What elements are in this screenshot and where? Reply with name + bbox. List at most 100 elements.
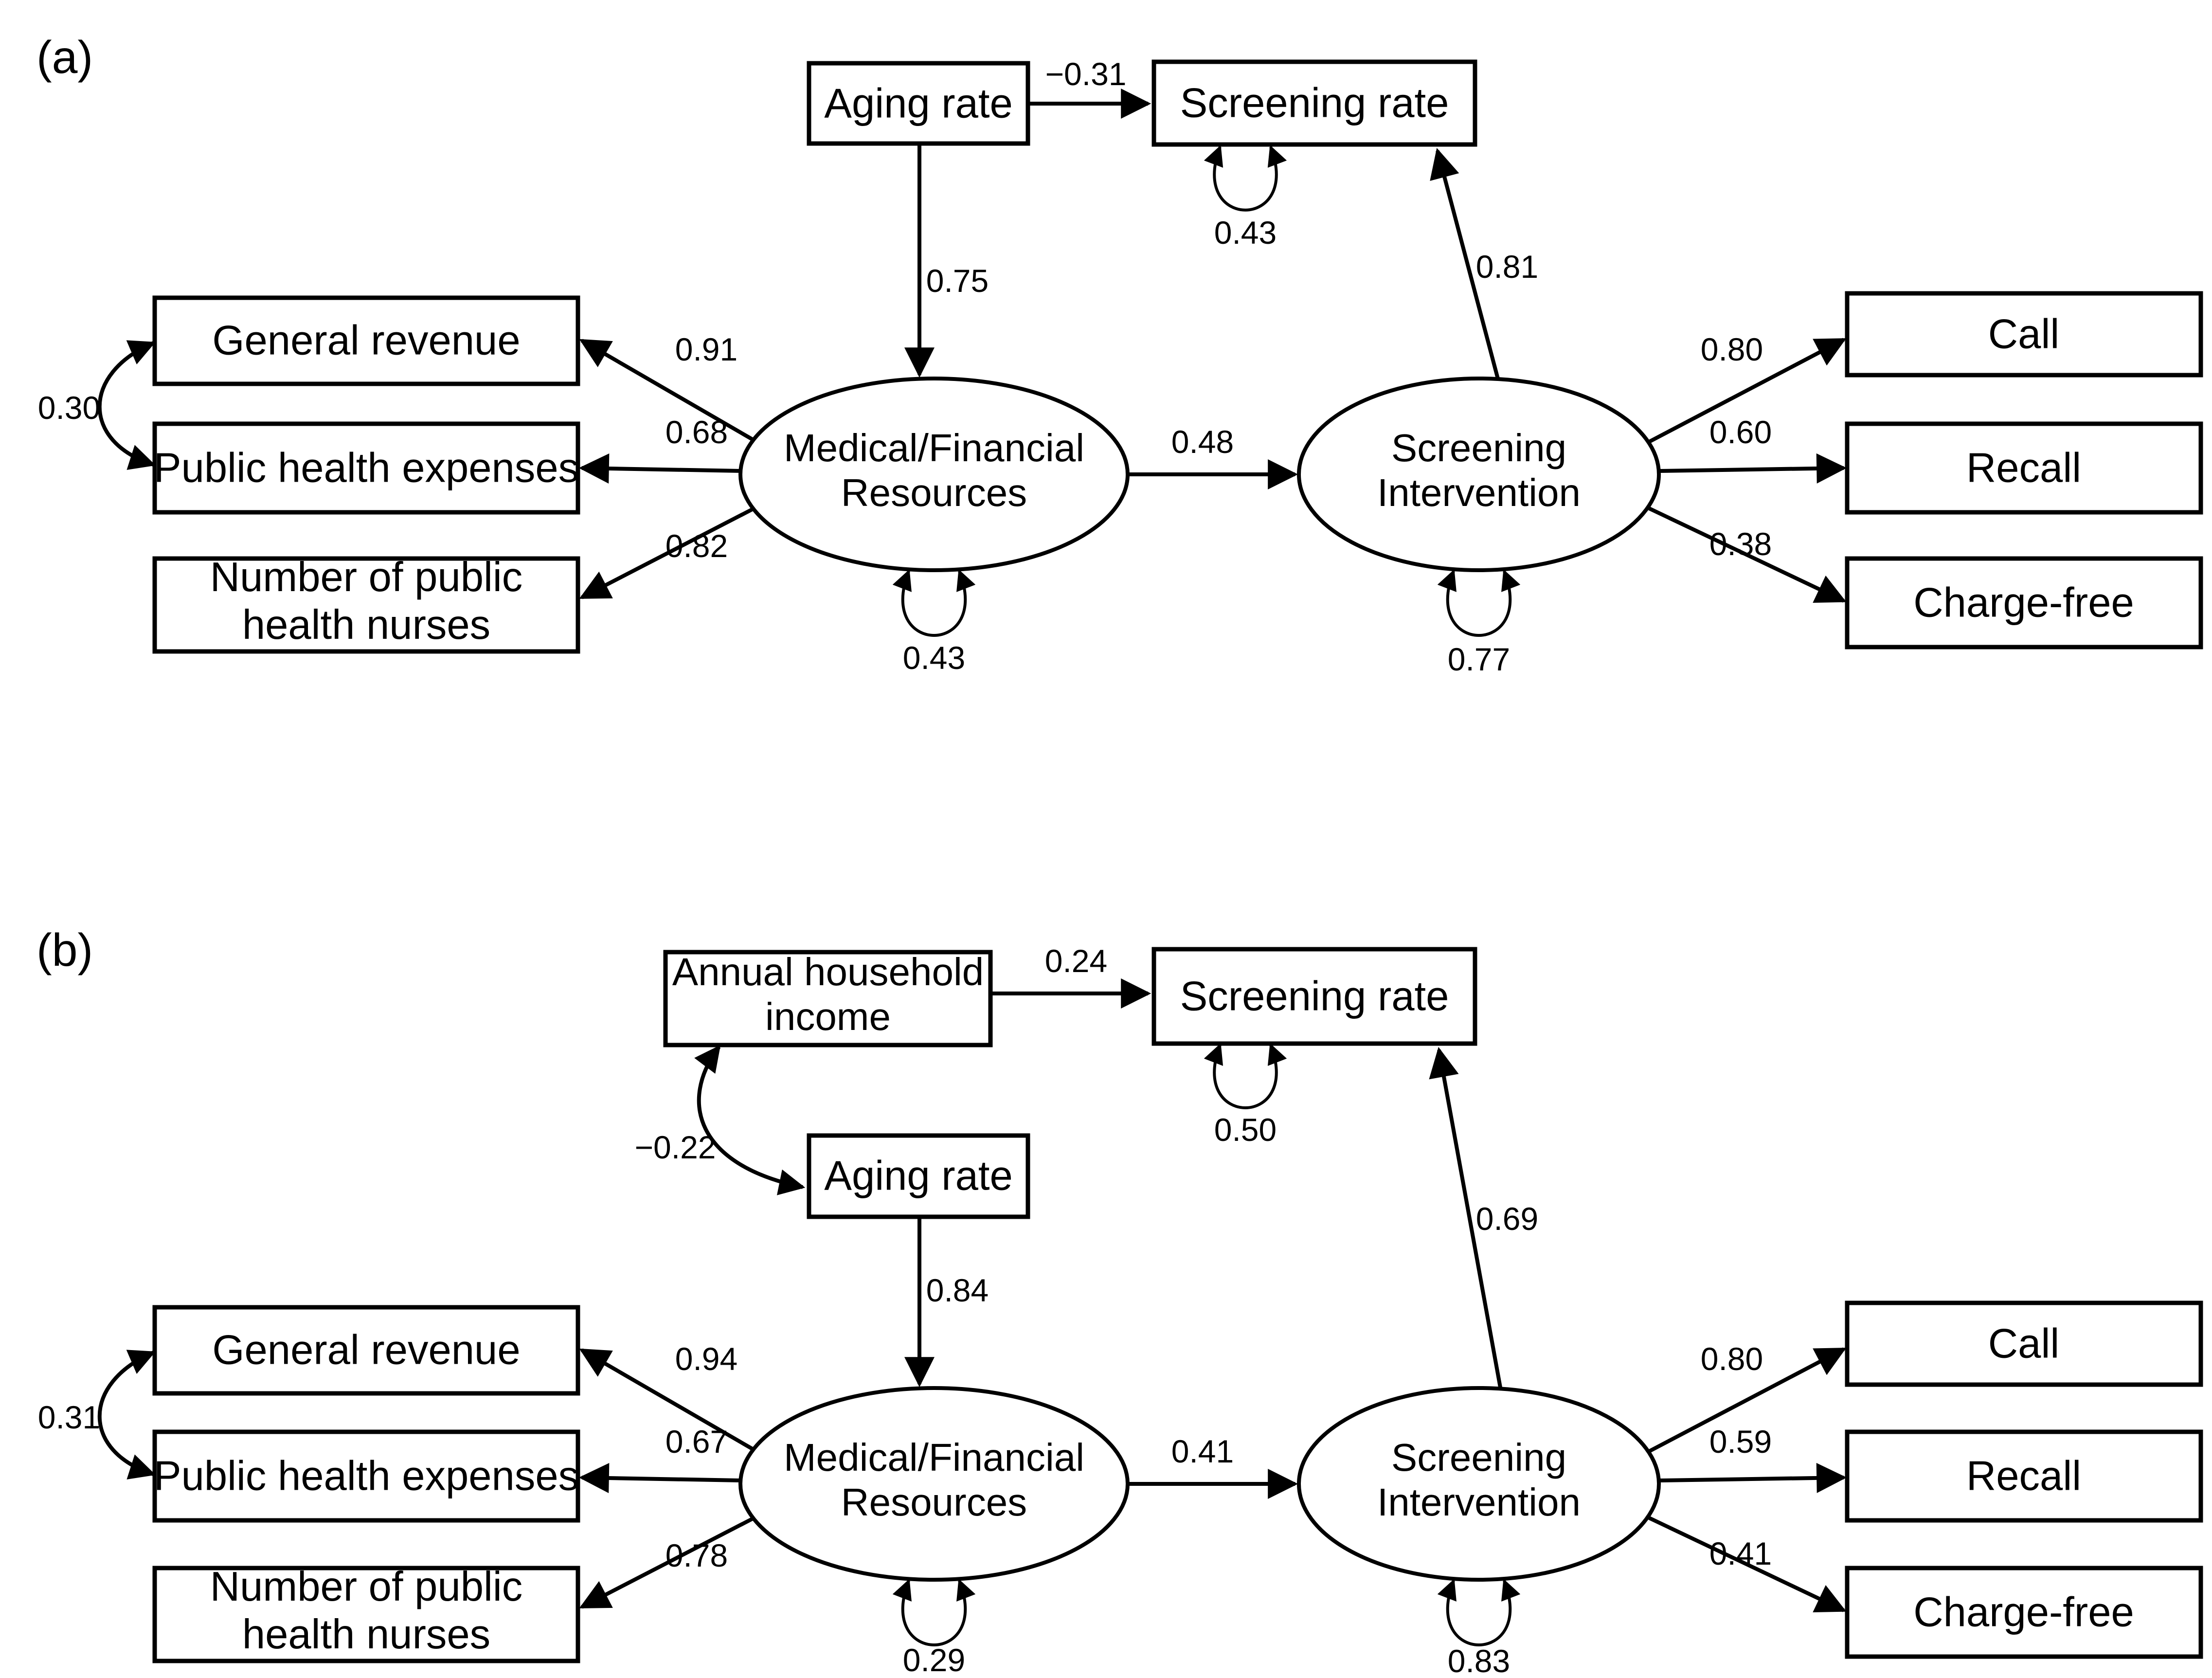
panel-a-path-si-to-call-arrow [1648, 338, 1847, 444]
general-revenue-b-label: General revenue [212, 1327, 520, 1373]
panel-a-coef-mfr-to-si: 0.48 [1171, 424, 1234, 460]
call-rect [1845, 291, 2203, 378]
panel-a-cov-revenue-expenses: 0.30 [38, 390, 100, 426]
panel-a-error-loop-mfr [892, 569, 976, 637]
panel-a-error-mfr: 0.43 [903, 640, 965, 676]
panel-a-coef-aging-to-screening: −0.31 [1045, 56, 1127, 92]
panel-b-path-si-to-chargefree-arrow [1648, 1516, 1847, 1613]
call-label: Call [1988, 311, 2059, 358]
panel-b-coef-si-to-chargefree: 0.41 [1709, 1535, 1772, 1571]
chargefree-label: Charge-free [1913, 580, 2134, 626]
panel-b-coef-income-to-screening: 0.24 [1045, 943, 1107, 979]
panel-a-cov-revenue-expenses-arrow [97, 340, 156, 470]
panel-b-error-loop-screening-rate [1204, 1043, 1287, 1109]
panel-b-path-si-to-call-arrow [1648, 1347, 1847, 1453]
public-health-expenses-b-label: Public health expenses [154, 1453, 579, 1499]
panel-b-general-revenue-box: General revenue [152, 1305, 580, 1396]
panel-b-path-mfr-to-nurses-arrow [579, 1516, 755, 1609]
panel-a-coef-si-to-chargefree: 0.38 [1709, 526, 1772, 562]
aging-rate-b-rect [807, 1133, 1030, 1219]
panel-a-chargefree-box: Charge-free [1845, 556, 2203, 650]
aging-rate-label: Aging rate [824, 81, 1012, 127]
panel-b-screening-rate-box: Screening rate [1151, 947, 1477, 1046]
panel-b-error-mfr: 0.29 [903, 1642, 965, 1678]
panel-a-coef-si-to-recall: 0.60 [1709, 414, 1772, 450]
panel-a-coef-si-to-call: 0.80 [1701, 331, 1763, 367]
panel-a-general-revenue-box: General revenue [152, 295, 580, 386]
public-health-expenses-rect [152, 421, 580, 515]
chargefree-rect [1845, 556, 2203, 650]
panel-b-coef-mfr-to-nurses: 0.78 [665, 1537, 728, 1573]
screening-rate-label: Screening rate [1180, 80, 1449, 126]
panel-b-coef-mfr-to-si: 0.41 [1171, 1433, 1234, 1469]
panel-a-path-si-to-recall-arrow [1659, 453, 1847, 484]
panel-b-coef-si-to-recall: 0.59 [1709, 1424, 1772, 1460]
chargefree-b-label: Charge-free [1913, 1589, 2134, 1636]
panel-b-path-mfr-to-expenses-arrow [578, 1463, 742, 1494]
screening-rate-b-rect [1151, 947, 1477, 1046]
public-health-expenses-label: Public health expenses [154, 445, 579, 491]
general-revenue-rect [152, 295, 580, 386]
panel-a-coef-mfr-to-expenses: 0.68 [665, 414, 728, 450]
panel-b-cov-revenue-expenses-arrow [97, 1350, 156, 1480]
panel-a-path-si-to-chargefree-arrow [1648, 506, 1847, 603]
panel-b-coef-aging-to-mfr: 0.84 [926, 1272, 989, 1308]
panel-a-coef-si-to-screening: 0.81 [1476, 249, 1538, 285]
panel-b-error-loop-mfr [892, 1579, 976, 1646]
public-health-nurses-rect [152, 556, 580, 654]
panel-a-error-si: 0.77 [1448, 641, 1510, 677]
panel-b-error-screening-rate: 0.50 [1214, 1112, 1277, 1148]
panel-b-path-mfr-to-revenue-arrow [579, 1348, 755, 1452]
public-health-nurses-b-rect [152, 1566, 580, 1663]
panel-b-coef-si-to-call: 0.80 [1701, 1341, 1763, 1377]
panel-b-cov-revenue-expenses: 0.31 [38, 1399, 100, 1435]
panel-a-error-screening-rate: 0.43 [1214, 215, 1277, 251]
panel-b-path-si-to-screening-arrow [1429, 1046, 1503, 1390]
panel-a-path-mfr-to-expenses-arrow [578, 453, 742, 484]
recall-label: Recall [1966, 445, 2081, 491]
general-revenue-label: General revenue [212, 318, 520, 364]
panel-a-screening-rate-box: Screening rate [1151, 59, 1477, 147]
panel-a-label: (a) [36, 32, 93, 83]
aging-rate-b-label: Aging rate [824, 1153, 1012, 1199]
panel-b-cov-income-aging: −0.22 [635, 1129, 716, 1165]
recall-b-rect [1845, 1429, 2203, 1523]
panel-a-aging-rate-box: Aging rate [807, 61, 1030, 146]
aging-rate-rect [807, 61, 1030, 146]
panel-b-call-box: Call [1845, 1300, 2203, 1387]
screening-rate-rect [1151, 59, 1477, 147]
call-b-label: Call [1988, 1321, 2059, 1367]
panel-a-error-loop-si [1437, 569, 1521, 637]
panel-b-recall-box: Recall [1845, 1429, 2203, 1523]
panel-b-label: (b) [36, 924, 93, 976]
panel-b-cov-income-aging-arrow [694, 1045, 806, 1195]
panel-a-call-box: Call [1845, 291, 2203, 378]
panel-a-public-health-expenses-box: Public health expenses [152, 421, 580, 515]
panel-b-coef-mfr-to-revenue: 0.94 [675, 1341, 737, 1377]
call-b-rect [1845, 1300, 2203, 1387]
panel-b-coef-mfr-to-expenses: 0.67 [665, 1424, 728, 1460]
panel-a-coef-aging-to-mfr: 0.75 [926, 263, 989, 299]
panel-b-error-si: 0.83 [1448, 1643, 1510, 1678]
screening-rate-b-label: Screening rate [1180, 974, 1449, 1020]
panel-b-chargefree-box: Charge-free [1845, 1566, 2203, 1659]
annual-income-rect [663, 950, 993, 1047]
panel-a-path-mfr-to-revenue-arrow [579, 339, 755, 442]
panel-b-error-loop-si [1437, 1579, 1521, 1646]
panel-a-error-loop-screening-rate [1204, 145, 1287, 212]
panel-a-recall-box: Recall [1845, 421, 2203, 515]
panel-b-path-si-to-recall-arrow [1659, 1462, 1847, 1493]
